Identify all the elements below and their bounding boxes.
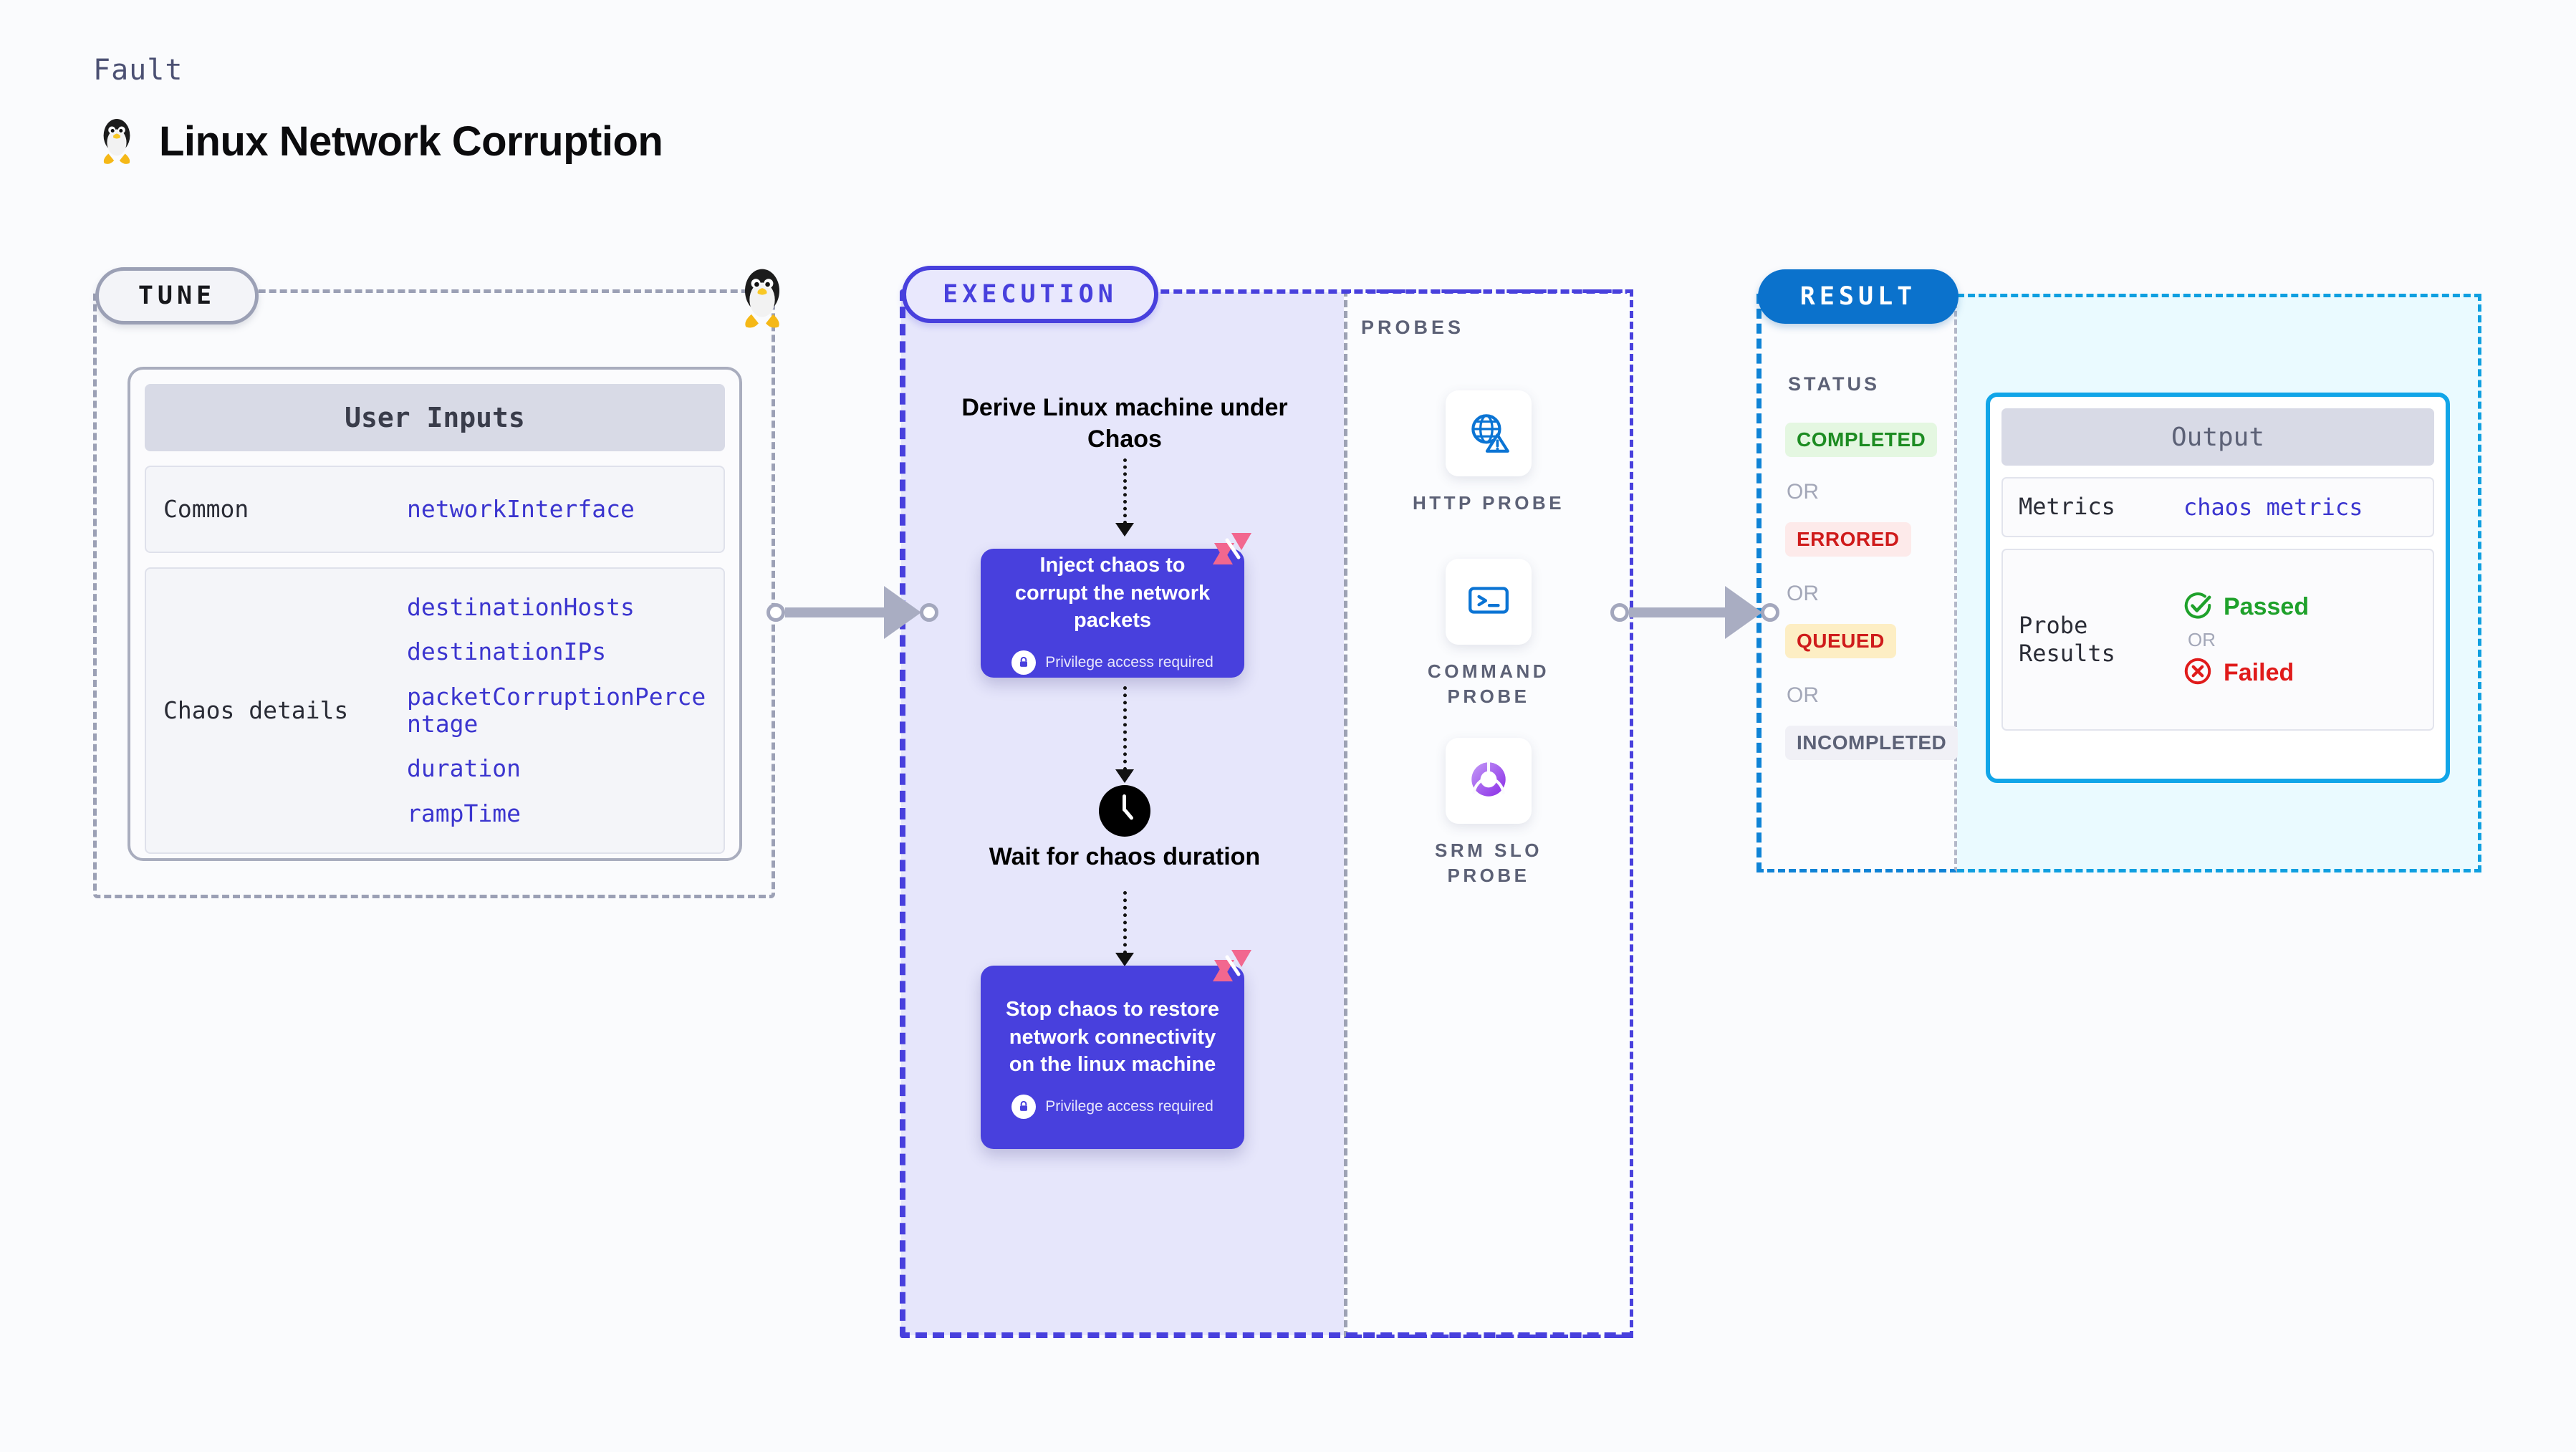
page-kicker: Fault [93, 54, 183, 87]
section-key: Common [163, 495, 249, 524]
section-key: Chaos details [163, 696, 349, 725]
execution-step-derive: Derive Linux machine under Chaos [961, 394, 1288, 453]
connector-arrowhead [1725, 586, 1762, 639]
status-badge-incompleted: INCOMPLETED [1785, 726, 1959, 760]
connector-end-dot [920, 603, 938, 622]
output-value-metrics[interactable]: chaos metrics [2183, 494, 2363, 521]
probe-label: COMMAND PROBE [1427, 660, 1550, 708]
status-label: STATUS [1788, 373, 1880, 395]
globe-warning-icon [1465, 408, 1512, 459]
flow-line [1123, 891, 1127, 954]
execution-section-frame [900, 289, 1633, 1338]
flow-arrowhead [1115, 523, 1134, 537]
x-circle-icon [2183, 657, 2212, 689]
probe-results-values: Passed OR Failed [2183, 591, 2309, 689]
input-param[interactable]: destinationIPs [407, 638, 607, 666]
status-badge-completed: COMPLETED [1785, 423, 1938, 457]
execution-badge: EXECUTION [902, 266, 1158, 323]
user-inputs-title: User Inputs [145, 384, 725, 451]
connector-bar [1629, 607, 1726, 617]
probe-label: SRM SLO PROBE [1435, 840, 1542, 887]
privilege-note: Privilege access required [1011, 1094, 1213, 1119]
terminal-icon [1465, 577, 1512, 628]
connector-start-dot [766, 603, 785, 622]
result-section-frame [1756, 294, 1957, 872]
page-title-row: Linux Network Corruption [95, 115, 663, 168]
clock-icon [1099, 785, 1150, 837]
probe-http[interactable]: HTTP PROBE [1395, 390, 1582, 516]
result-badge: RESULT [1758, 269, 1959, 324]
connector-execution-to-result [1610, 586, 1779, 639]
page-title: Linux Network Corruption [159, 117, 663, 165]
section-values: networkInterface [407, 494, 635, 523]
probe-command[interactable]: COMMAND PROBE [1395, 559, 1582, 709]
lock-icon [1011, 650, 1037, 675]
output-title: Output [2001, 408, 2434, 466]
privilege-text: Privilege access required [1045, 653, 1213, 670]
connector-end-dot [1761, 603, 1779, 622]
probe-label: HTTP PROBE [1412, 492, 1565, 514]
output-row-probe-results: Probe Results Passed OR [2001, 549, 2434, 731]
check-circle-icon [2183, 591, 2212, 623]
input-param[interactable]: networkInterface [407, 494, 635, 523]
slo-check-icon [1465, 756, 1512, 807]
execution-card-inject-chaos[interactable]: Inject chaos to corrupt the network pack… [981, 533, 1251, 678]
flow-arrowhead [1115, 769, 1134, 783]
connector-tune-to-execution [766, 586, 938, 639]
probe-result-passed: Passed [2183, 591, 2309, 623]
card-title: Inject chaos to corrupt the network pack… [1014, 554, 1211, 633]
input-param[interactable]: packetCorruptionPercentage [407, 682, 706, 738]
user-inputs-section-common: Common networkInterface [145, 466, 725, 553]
linux-tux-border-icon [732, 264, 792, 332]
execution-card-stop-chaos[interactable]: Stop chaos to restore network connectivi… [981, 950, 1251, 1149]
card-title: Stop chaos to restore network connectivi… [1005, 998, 1220, 1077]
or-separator: OR [1787, 480, 1819, 504]
probe-passed-label: Passed [2224, 592, 2310, 620]
linux-tux-icon [95, 115, 139, 168]
probe-tile[interactable] [1446, 559, 1532, 645]
execution-step-wait: Wait for chaos duration [989, 843, 1261, 870]
section-values: destinationHosts destinationIPs packetCo… [407, 593, 708, 827]
connector-bar [785, 607, 885, 617]
privilege-note: Privilege access required [1011, 650, 1213, 675]
privilege-text: Privilege access required [1045, 1097, 1213, 1115]
harness-logo-icon [1210, 947, 1254, 989]
tune-section-frame [93, 289, 775, 898]
output-key: Metrics [2019, 493, 2115, 521]
output-key: Probe Results [2019, 611, 2115, 667]
status-badge-queued: QUEUED [1785, 624, 1896, 658]
or-separator: OR [2188, 628, 2216, 650]
flow-line [1123, 686, 1127, 771]
connector-arrowhead [884, 586, 921, 639]
connector-start-dot [1610, 603, 1629, 622]
flow-line [1123, 458, 1127, 524]
or-separator: OR [1787, 582, 1819, 605]
user-inputs-section-chaos-details: Chaos details destinationHosts destinati… [145, 567, 725, 854]
probe-tile[interactable] [1446, 738, 1532, 824]
tune-badge: TUNE [95, 267, 259, 324]
input-param[interactable]: duration [407, 754, 521, 783]
probe-result-failed: Failed [2183, 657, 2309, 689]
user-inputs-card: User Inputs Common networkInterface Chao… [128, 367, 742, 861]
input-param[interactable]: destinationHosts [407, 593, 635, 622]
flow-arrowhead [1115, 953, 1134, 966]
or-separator: OR [1787, 683, 1819, 707]
harness-logo-icon [1210, 530, 1254, 572]
probe-failed-label: Failed [2224, 658, 2294, 686]
lock-icon [1011, 1094, 1037, 1119]
output-card: Output Metrics chaos metrics Probe Resul… [1986, 393, 2450, 783]
output-row-metrics: Metrics chaos metrics [2001, 477, 2434, 537]
probes-label: PROBES [1361, 317, 1465, 338]
status-badge-errored: ERRORED [1785, 522, 1911, 557]
probe-tile[interactable] [1446, 390, 1532, 476]
input-param[interactable]: rampTime [407, 799, 521, 827]
probe-srm-slo[interactable]: SRM SLO PROBE [1395, 738, 1582, 888]
